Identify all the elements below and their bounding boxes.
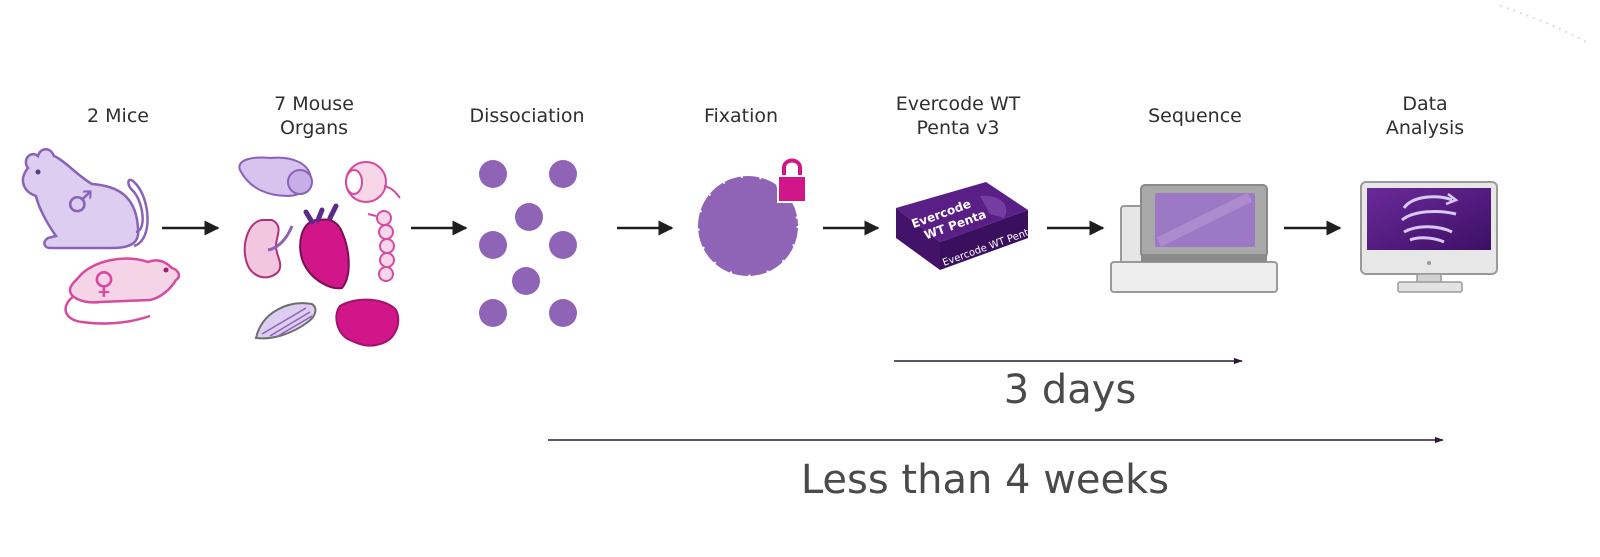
male-symbol-icon: ♂ [67,185,94,220]
intestine-icon [367,210,395,282]
evercode-kit-box-icon [896,182,1028,270]
cell-dot [549,160,577,188]
cell-dot [479,299,507,327]
lock-icon [777,158,807,203]
step-label-evercode: Evercode WT Penta v3 [895,93,1021,139]
timeline-label-3-days: 3 days [1003,367,1137,413]
cell-dot [479,231,507,259]
cell-dot [512,267,540,295]
dissociated-cells-icon [479,160,577,327]
analysis-swirl-icon [1401,193,1459,244]
heart-icon [299,203,350,290]
step-label-data-analysis: Data Analysis [1385,93,1465,139]
cell-dot [549,299,577,327]
male-mouse-icon [21,148,149,250]
sequencer-icon [1110,184,1278,293]
fixed-cell-icon [696,174,800,278]
timeline-label-4-weeks: Less than 4 weeks [800,457,1170,503]
brain-icon [238,156,313,198]
step-label-mice: 2 Mice [87,105,149,127]
liver-icon [335,298,400,347]
power-dot [1427,261,1431,265]
step-label-dissociation: Dissociation [469,105,585,127]
kidney-icon [243,219,294,279]
decorative-arc [1499,5,1591,45]
female-mouse-icon [64,257,181,325]
cell-dot [549,231,577,259]
step-label-organs: 7 Mouse Organs [274,93,354,139]
muscle-icon [254,302,317,340]
female-symbol-icon: ♀ [93,266,115,301]
cell-dot [479,160,507,188]
step-label-sequence: Sequence [1148,105,1242,127]
eye-icon [345,161,401,203]
step-label-fixation: Fixation [703,105,779,127]
cell-dot [515,203,543,231]
